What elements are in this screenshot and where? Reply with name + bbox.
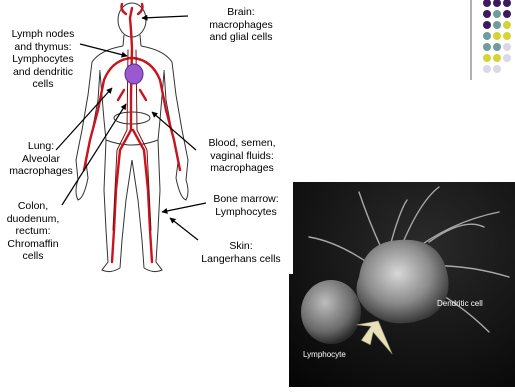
label-bone-marrow-text: Bone marrow: Lymphocytes	[213, 193, 278, 218]
lymphocyte-label: Lymphocyte	[303, 350, 346, 359]
label-colon: Colon, duodenum, rectum: Chromaffin cell…	[2, 200, 64, 263]
label-skin: Skin: Langerhans cells	[196, 240, 286, 265]
label-lung: Lung: Alveolar macrophages	[4, 140, 78, 178]
electron-micrograph: Dendritic cell Lymphocyte	[289, 182, 515, 387]
decorative-dot-grid	[470, 0, 515, 80]
label-skin-text: Skin: Langerhans cells	[201, 240, 280, 265]
label-lymph-text: Lymph nodes and thymus: Lymphocytes and …	[12, 28, 75, 90]
label-brain-text: Brain: macrophages and glial cells	[209, 6, 273, 43]
label-blood: Blood, semen, vaginal fluids: macrophage…	[200, 137, 284, 175]
label-brain: Brain: macrophages and glial cells	[196, 6, 286, 44]
label-bone-marrow: Bone marrow: Lymphocytes	[204, 193, 288, 218]
label-colon-text: Colon, duodenum, rectum: Chromaffin cell…	[7, 200, 60, 262]
heart-shape	[125, 64, 143, 84]
label-lymph: Lymph nodes and thymus: Lymphocytes and …	[2, 28, 84, 91]
label-blood-text: Blood, semen, vaginal fluids: macrophage…	[208, 137, 275, 174]
dendritic-cell-label: Dendritic cell	[437, 299, 483, 308]
photo-notch	[289, 182, 293, 274]
label-lung-text: Lung: Alveolar macrophages	[9, 140, 73, 177]
artery-network	[84, 4, 180, 262]
